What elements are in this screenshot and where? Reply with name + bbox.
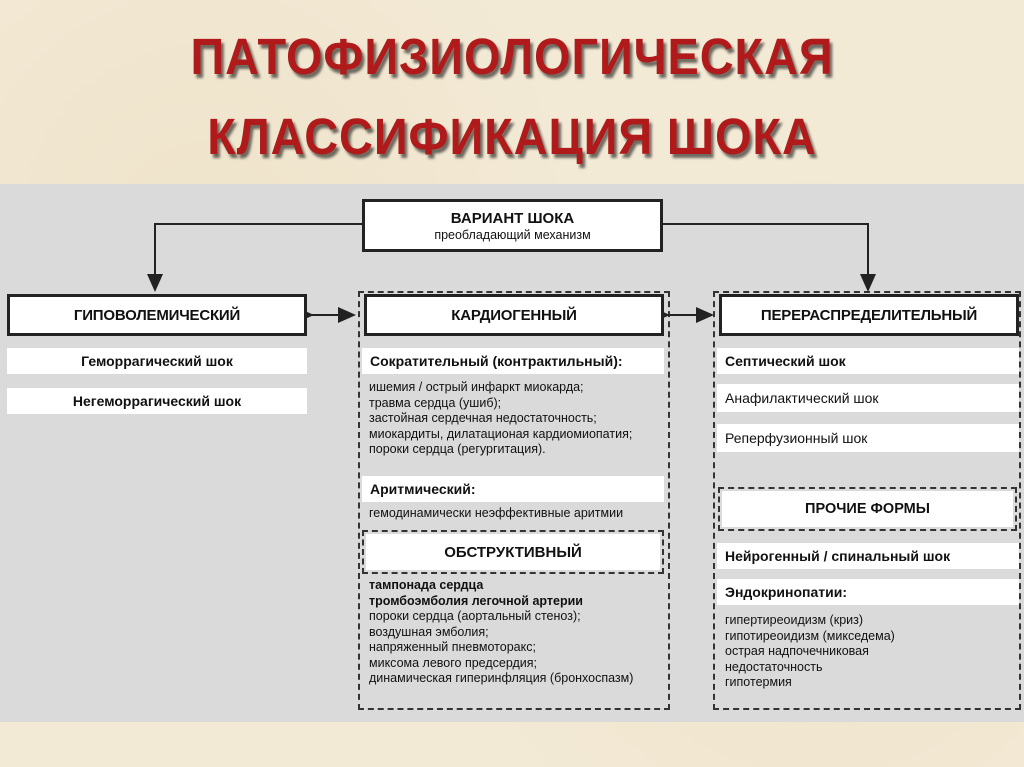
list-item: гипертиреоидизм (криз) [725,613,864,627]
list-item: миокардиты, дилатационая кардиомиопатия; [369,426,633,441]
obstructive-header: ОБСТРУКТИВНЫЙ [366,534,660,570]
list-item: пороки сердца (аортальный стеноз); [369,609,581,623]
title-line-2: КЛАССИФИКАЦИЯ ШОКА [207,108,817,165]
list-item: недостаточность [725,659,823,674]
list-item: миксома левого предсердия; [369,655,538,670]
list-item: травма сердца (ушиб); [369,395,502,410]
contractile-title: Сократительный (контрактильный): [362,348,664,374]
list-item: застойная сердечная недостаточность; [369,411,597,425]
neurogenic-item: Нейрогенный / спинальный шок [717,543,1019,569]
other-header-outline [718,487,1017,531]
list-item: динамическая гиперинфляция (бронхоспазм) [369,671,634,685]
hypovolemic-item-2: Негеморрагический шок [7,388,307,414]
list-item: воздушная эмболия; [369,624,489,639]
root-title: ВАРИАНТ ШОКА [450,209,575,227]
list-item: ишемия / острый инфаркт миокарда; [369,380,584,394]
root-node: ВАРИАНТ ШОКА преобладающий механизм [362,199,663,252]
obstructive-list: тампонада сердца тромбоэмболия легочной … [369,578,633,687]
obstructive-header-outline [362,530,664,574]
title-line-1: ПАТОФИЗИОЛОГИЧЕСКАЯ [190,28,834,85]
list-item: гипотермия [725,675,792,689]
distributive-item-2: Анафилактический шок [717,384,1019,412]
distributive-item-1: Септический шок [717,348,1019,374]
endocrine-title: Эндокринопатии: [717,579,1019,605]
hypovolemic-item-1: Геморрагический шок [7,348,307,374]
root-subtitle: преобладающий механизм [434,227,591,242]
distributive-group-outline [713,291,1021,710]
cardiogenic-group-outline [358,291,670,710]
contractile-list: ишемия / острый инфаркт миокарда; травма… [369,380,632,458]
diagram-panel [0,184,1024,722]
list-item: тампонада сердца [369,578,484,592]
list-item: пороки сердца (регургитация). [369,442,546,456]
list-item: острая надпочечниковая [725,644,869,658]
other-header: ПРОЧИЕ ФОРМЫ [722,491,1013,527]
distributive-header: ПЕРЕРАСПРЕДЕЛИТЕЛЬНЫЙ [719,294,1019,336]
distributive-item-3: Реперфузионный шок [717,424,1019,452]
cardiogenic-header: КАРДИОГЕННЫЙ [364,294,664,336]
arrhythmic-title: Аритмический: [362,476,664,502]
list-item: гипотиреоидизм (микседема) [725,628,895,643]
list-item: напряженный пневмоторакс; [369,640,536,654]
endocrine-list: гипертиреоидизм (криз) гипотиреоидизм (м… [725,613,895,691]
hypovolemic-header: ГИПОВОЛЕМИЧЕСКИЙ [7,294,307,336]
list-item: тромбоэмболия легочной артерии [369,593,583,608]
arrhythmic-item: гемодинамически неэффективные аритмии [369,506,624,520]
